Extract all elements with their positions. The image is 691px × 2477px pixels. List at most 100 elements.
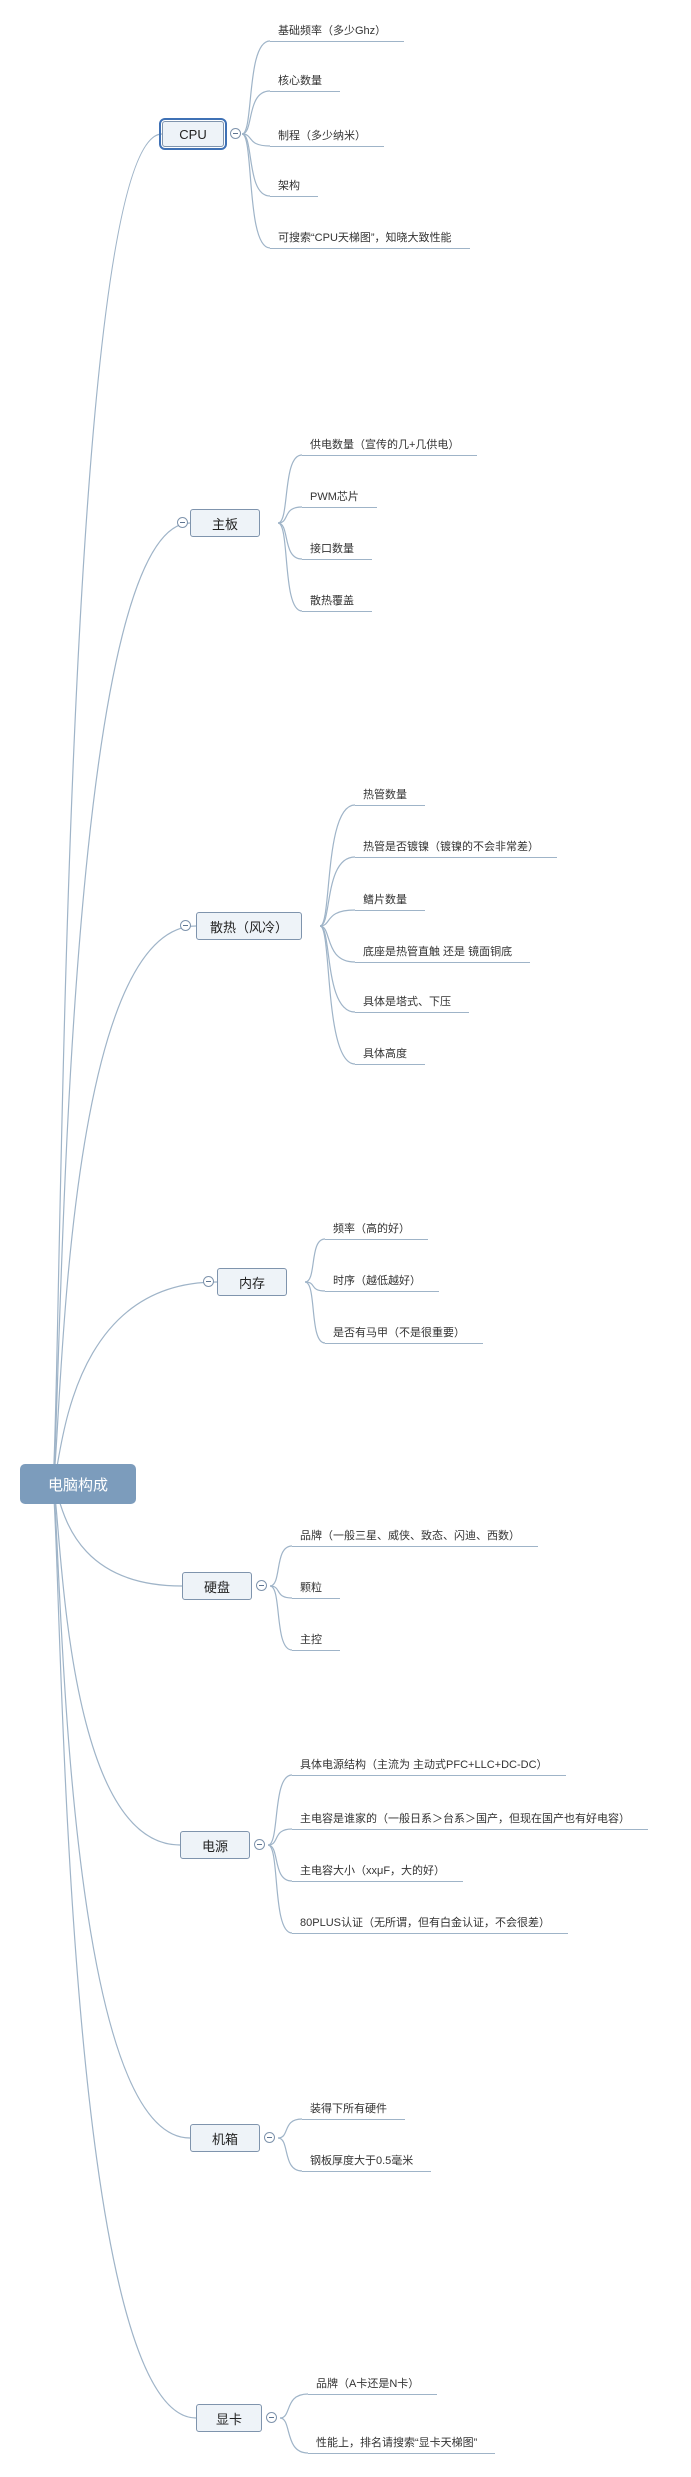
leaf-connector xyxy=(279,2393,309,2419)
leaf-case-2[interactable]: 钢板厚度大于0.5毫米 xyxy=(310,2155,414,2167)
leaf-connector xyxy=(241,90,271,135)
collapse-toggle-icon[interactable] xyxy=(230,128,241,139)
leaf-underline xyxy=(302,2119,405,2120)
leaf-mb-2[interactable]: PWM芯片 xyxy=(310,491,359,503)
leaf-connector xyxy=(319,804,356,927)
branch-cooling[interactable]: 散热（风冷） xyxy=(196,912,302,940)
leaf-cool-6[interactable]: 具体高度 xyxy=(363,1048,407,1060)
branch-connector xyxy=(51,133,163,1485)
leaf-connector xyxy=(277,522,303,612)
collapse-toggle-icon[interactable] xyxy=(266,2412,277,2423)
leaf-connector xyxy=(277,2137,303,2172)
leaf-connector xyxy=(267,1774,293,1846)
leaf-cool-3[interactable]: 鳍片数量 xyxy=(363,894,407,906)
leaf-psu-1[interactable]: 具体电源结构（主流为 主动式PFC+LLC+DC-DC） xyxy=(300,1759,548,1771)
leaf-underline xyxy=(355,857,557,858)
leaf-connector xyxy=(241,133,271,197)
leaf-cpu-5[interactable]: 可搜索“CPU天梯图”，知晓大致性能 xyxy=(278,232,452,244)
branch-connector xyxy=(51,1281,218,1485)
branch-power[interactable]: 电源 xyxy=(180,1831,250,1859)
leaf-connector xyxy=(241,40,271,135)
leaf-cool-1[interactable]: 热管数量 xyxy=(363,789,407,801)
leaf-gpu-1[interactable]: 品牌（A卡还是N卡） xyxy=(316,2378,420,2390)
leaf-underline xyxy=(308,2394,437,2395)
branch-motherboard[interactable]: 主板 xyxy=(190,509,260,537)
leaf-connector xyxy=(319,925,356,1065)
leaf-mb-4[interactable]: 散热覆盖 xyxy=(310,595,354,607)
leaf-disk-3[interactable]: 主控 xyxy=(300,1634,322,1646)
leaf-underline xyxy=(270,196,318,197)
leaf-underline xyxy=(308,2453,495,2454)
leaf-connector xyxy=(304,1281,326,1292)
leaf-case-1[interactable]: 装得下所有硬件 xyxy=(310,2103,387,2115)
leaf-underline xyxy=(270,248,470,249)
collapse-toggle-icon[interactable] xyxy=(254,1839,265,1850)
leaf-psu-3[interactable]: 主电容大小（xxμF，大的好） xyxy=(300,1865,446,1877)
leaf-cpu-4[interactable]: 架构 xyxy=(278,180,300,192)
branch-storage[interactable]: 硬盘 xyxy=(182,1572,252,1600)
leaf-underline xyxy=(325,1291,439,1292)
leaf-disk-1[interactable]: 品牌（一般三星、威侠、致态、闪迪、西数） xyxy=(300,1530,520,1542)
leaf-mb-1[interactable]: 供电数量（宣传的几+几供电） xyxy=(310,439,460,451)
leaf-cool-2[interactable]: 热管是否镀镍（镀镍的不会非常差） xyxy=(363,841,539,853)
branch-case[interactable]: 机箱 xyxy=(190,2124,260,2152)
leaf-underline xyxy=(302,559,372,560)
leaf-psu-4[interactable]: 80PLUS认证（无所谓，但有白金认证，不会很差） xyxy=(300,1917,550,1929)
branch-cpu[interactable]: CPU xyxy=(159,118,227,150)
leaf-connector xyxy=(267,1844,293,1934)
leaf-underline xyxy=(270,91,340,92)
leaf-underline xyxy=(292,1829,648,1830)
collapse-toggle-icon[interactable] xyxy=(264,2132,275,2143)
leaf-connector xyxy=(267,1828,293,1846)
leaf-psu-2[interactable]: 主电容是谁家的（一般日系＞台系＞国产，但现在国产也有好电容） xyxy=(300,1813,630,1825)
leaf-mem-2[interactable]: 时序（越低越好） xyxy=(333,1275,421,1287)
leaf-connector xyxy=(267,1844,293,1882)
leaf-cpu-2[interactable]: 核心数量 xyxy=(278,75,322,87)
collapse-toggle-icon[interactable] xyxy=(203,1276,214,1287)
branch-memory[interactable]: 内存 xyxy=(217,1268,287,1296)
leaf-connector xyxy=(279,2417,309,2454)
leaf-mb-3[interactable]: 接口数量 xyxy=(310,543,354,555)
leaf-connector xyxy=(241,133,271,249)
root-node[interactable]: 电脑构成 xyxy=(20,1464,136,1504)
leaf-underline xyxy=(325,1239,428,1240)
leaf-underline xyxy=(355,1064,425,1065)
leaf-underline xyxy=(355,962,530,963)
collapse-toggle-icon[interactable] xyxy=(180,920,191,931)
leaf-connector xyxy=(277,2118,303,2139)
leaf-connector xyxy=(269,1545,293,1587)
leaf-connector xyxy=(277,522,303,560)
leaf-cool-4[interactable]: 底座是热管直触 还是 镜面铜底 xyxy=(363,946,513,958)
leaf-underline xyxy=(270,41,404,42)
leaf-underline xyxy=(292,1546,538,1547)
leaf-underline xyxy=(292,1775,566,1776)
leaf-underline xyxy=(355,1012,469,1013)
leaf-gpu-2[interactable]: 性能上，排名请搜索“显卡天梯图” xyxy=(316,2437,478,2449)
leaf-cpu-3[interactable]: 制程（多少纳米） xyxy=(278,130,366,142)
branch-connector xyxy=(51,925,197,1485)
leaf-connector xyxy=(319,856,356,927)
leaf-connector xyxy=(304,1238,326,1283)
leaf-underline xyxy=(302,507,377,508)
leaf-underline xyxy=(292,1881,463,1882)
leaf-connector xyxy=(304,1281,326,1344)
leaf-connector xyxy=(319,909,356,927)
leaf-disk-2[interactable]: 颗粒 xyxy=(300,1582,322,1594)
leaf-mem-1[interactable]: 频率（高的好） xyxy=(333,1223,410,1235)
leaf-cool-5[interactable]: 具体是塔式、下压 xyxy=(363,996,451,1008)
leaf-underline xyxy=(302,455,477,456)
leaf-underline xyxy=(355,910,425,911)
leaf-cpu-1[interactable]: 基础频率（多少Ghz） xyxy=(278,25,387,37)
leaf-connector xyxy=(277,454,303,524)
branch-connector xyxy=(51,1483,181,1846)
leaf-mem-3[interactable]: 是否有马甲（不是很重要） xyxy=(333,1327,465,1339)
leaf-underline xyxy=(292,1933,568,1934)
collapse-toggle-icon[interactable] xyxy=(256,1580,267,1591)
branch-gpu[interactable]: 显卡 xyxy=(196,2404,262,2432)
leaf-connector xyxy=(269,1585,293,1651)
leaf-underline xyxy=(292,1598,340,1599)
leaf-underline xyxy=(292,1650,340,1651)
collapse-toggle-icon[interactable] xyxy=(177,517,188,528)
branch-connector xyxy=(51,1483,197,2419)
